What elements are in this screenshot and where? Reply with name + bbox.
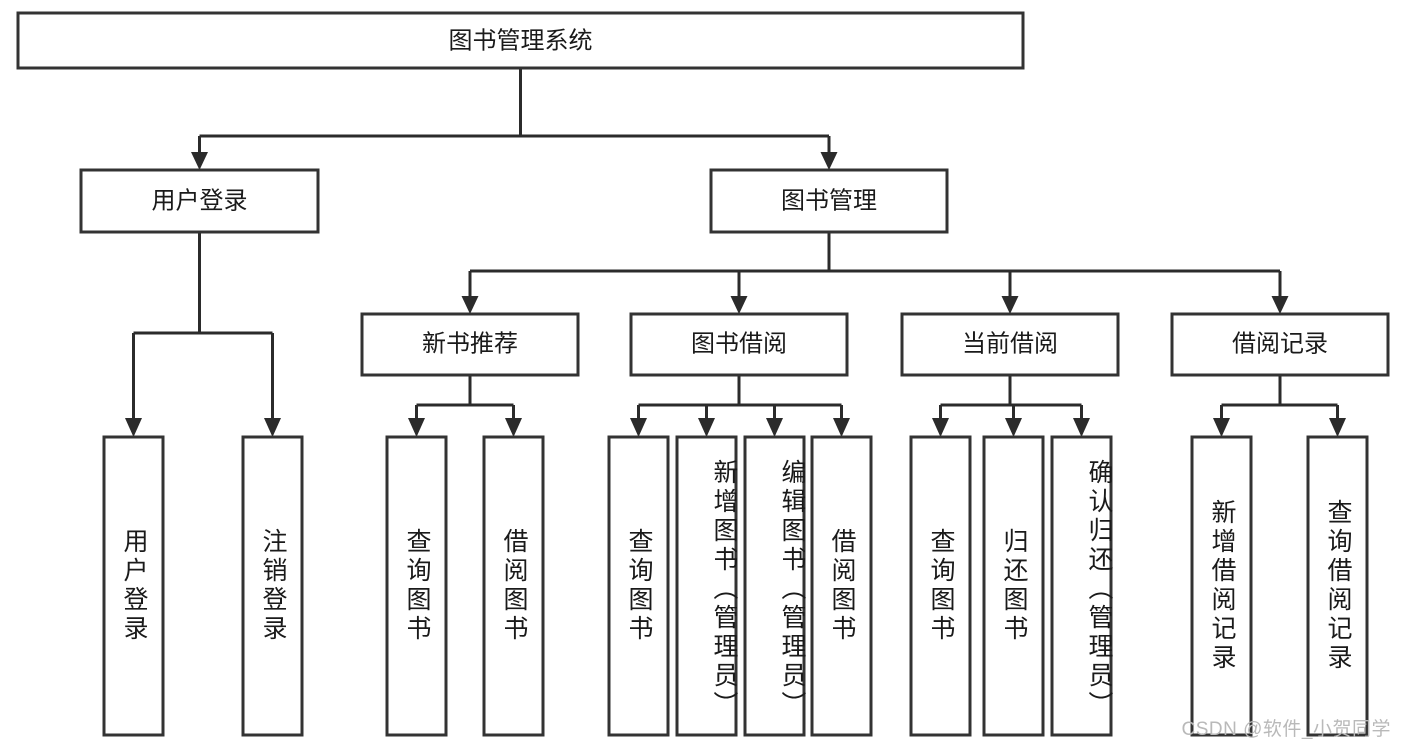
arrowhead-current-leaf2 [1005,418,1022,437]
arrowhead-record-leaf2 [1329,418,1346,437]
node-user-login[interactable]: 用户登录 [79,168,320,234]
arrowhead-user-leaf2 [264,418,281,437]
leaf-box-user-login[interactable] [102,435,165,737]
arrowhead-new-leaf2 [505,418,522,437]
arrowhead-book-to-new [461,296,479,314]
node-current-borrow[interactable]: 当前借阅 [900,312,1120,377]
arrowhead-borrow-leaf2 [698,418,715,437]
arrowhead-book-to-record [1271,296,1289,314]
node-root-box[interactable] [16,11,1025,70]
arrowhead-current-leaf3 [1073,418,1090,437]
leaf-box-query-book-new[interactable] [385,435,448,737]
arrowhead-book-to-current [1001,296,1019,314]
arrowhead-borrow-leaf3 [766,418,783,437]
arrowhead-new-leaf1 [408,418,425,437]
arrowhead-user-leaf1 [125,418,142,437]
leaf-box-query-borrow-record[interactable] [1306,435,1369,737]
node-current-borrow-label: 当前借阅 [962,330,1058,357]
leaf-box-borrow-book-new[interactable] [482,435,545,737]
node-new-book-recommend[interactable]: 新书推荐 [360,312,580,377]
node-root[interactable]: 图书管理系统 [16,11,1025,70]
leaf-box-add-borrow-record[interactable] [1190,435,1253,737]
leaf-box-add-book-admin[interactable] [675,435,738,737]
leaf-box-confirm-return-admin[interactable] [1050,435,1113,737]
arrowhead-root-to-user [191,152,208,170]
leaf-box-query-book-current[interactable] [909,435,972,737]
node-book-borrow-label: 图书借阅 [691,330,787,357]
arrowhead-book-to-borrow [730,296,748,314]
node-borrow-record[interactable]: 借阅记录 [1170,312,1390,377]
leaf-box-return-book[interactable] [982,435,1045,737]
arrowhead-record-leaf1 [1213,418,1230,437]
node-book-borrow-box[interactable] [629,312,849,377]
arrowhead-root-to-book [820,152,838,170]
connector-layer [125,68,1346,437]
node-borrow-record-box[interactable] [1170,312,1390,377]
node-book-management-label: 图书管理 [781,187,877,214]
node-root-label: 图书管理系统 [449,27,593,54]
leaf-box-edit-book-admin[interactable] [743,435,806,737]
leaf-box-layer [102,435,1369,737]
node-new-book-recommend-label: 新书推荐 [422,330,518,357]
node-new-book-recommend-box[interactable] [360,312,580,377]
arrowhead-borrow-leaf1 [630,418,647,437]
node-borrow-record-label: 借阅记录 [1232,330,1328,357]
leaf-box-query-book-borrow[interactable] [607,435,670,737]
node-book-management-box[interactable] [709,168,949,234]
csdn-watermark: CSDN @软件_小贺同学 [1181,719,1391,740]
node-book-borrow[interactable]: 图书借阅 [629,312,849,377]
arrowhead-current-leaf1 [932,418,949,437]
node-user-login-box[interactable] [79,168,320,234]
node-current-borrow-box[interactable] [900,312,1120,377]
node-book-management[interactable]: 图书管理 [709,168,949,234]
leaf-box-borrow-book[interactable] [810,435,873,737]
node-user-login-label: 用户登录 [152,187,248,214]
leaf-box-user-logout[interactable] [241,435,304,737]
arrowhead-borrow-leaf4 [833,418,850,437]
